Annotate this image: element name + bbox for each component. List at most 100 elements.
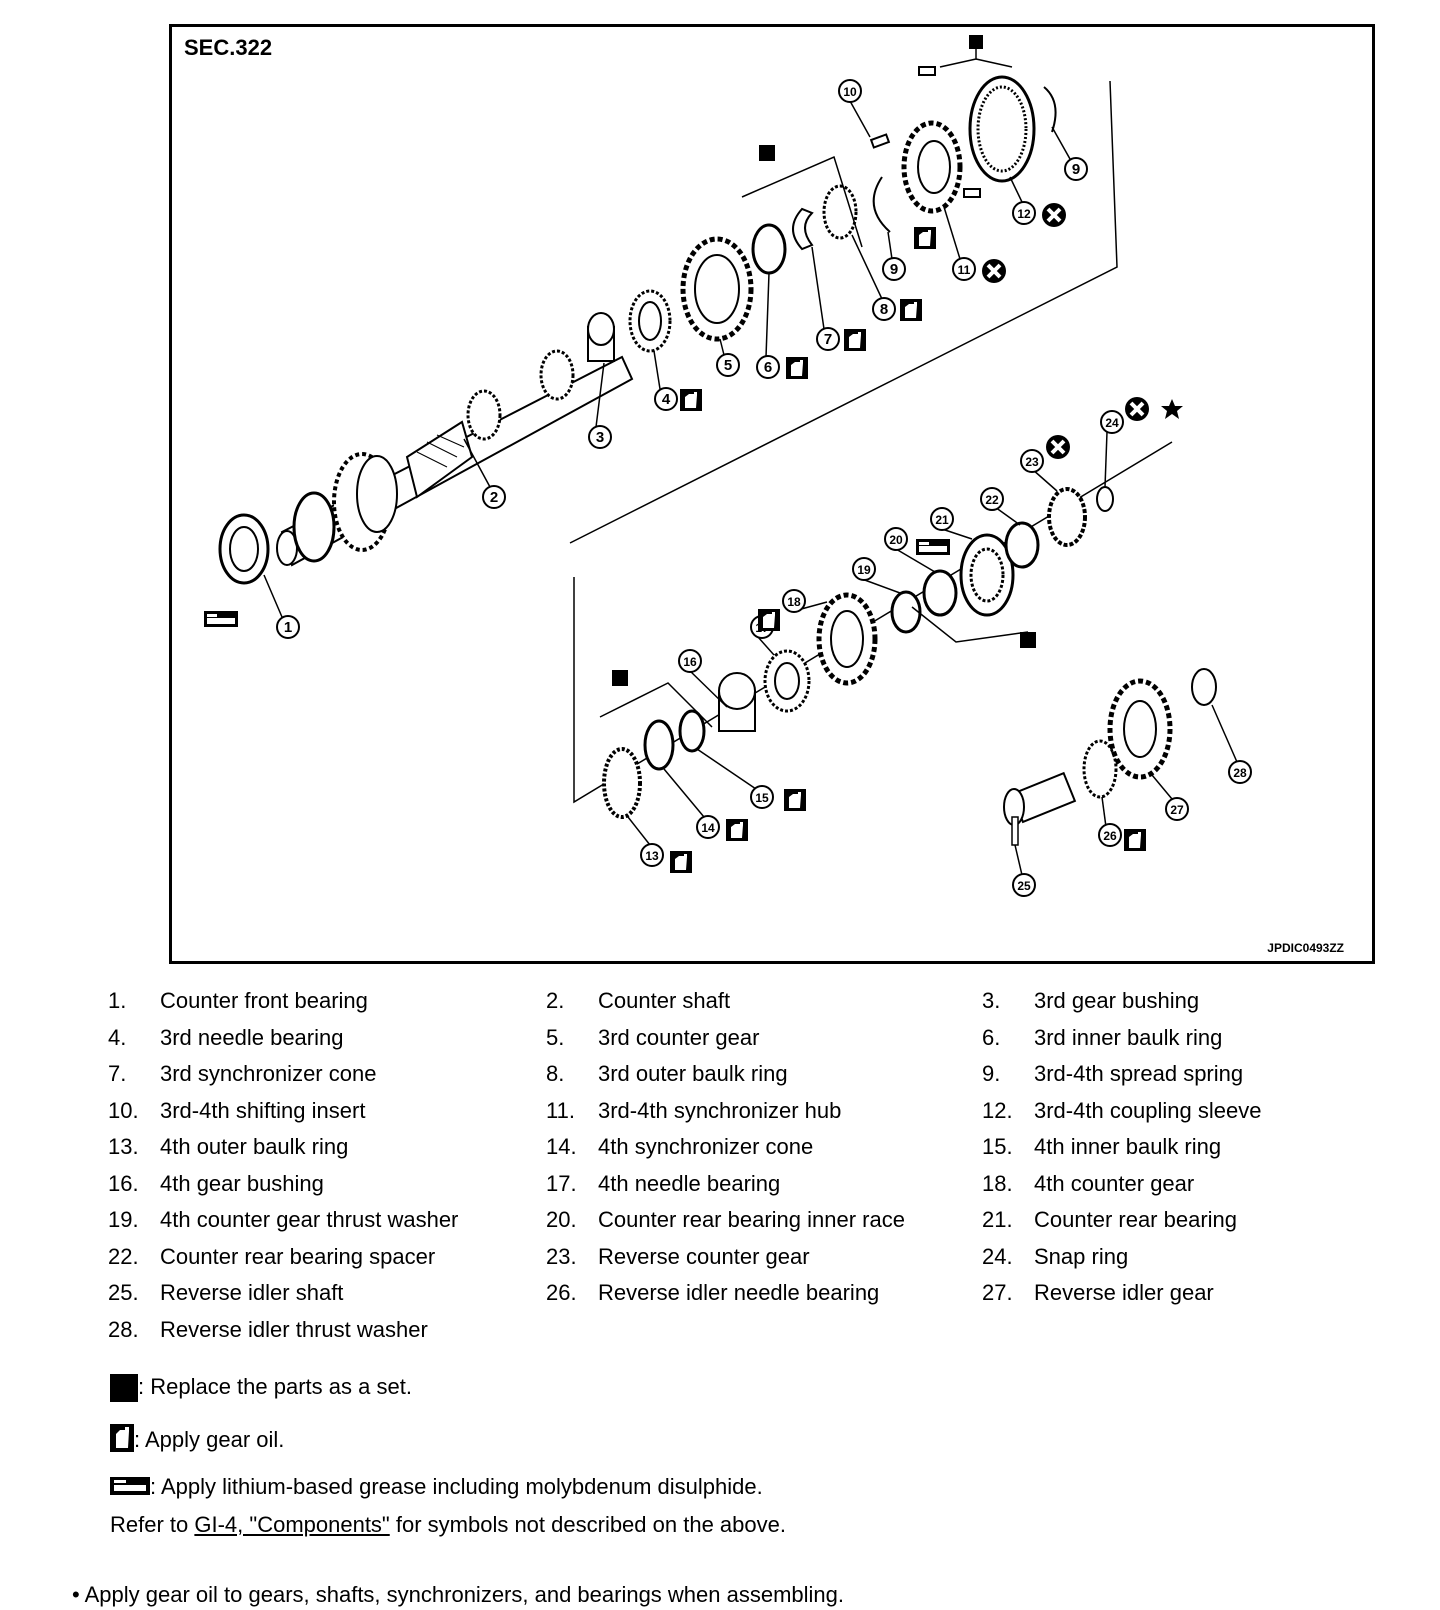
part-item: 19. 4th counter gear thrust washer (108, 1207, 458, 1233)
part-name: Reverse idler shaft (160, 1280, 344, 1305)
part-item: 4.3rd needle bearing (108, 1025, 343, 1051)
part-item: 24.Snap ring (982, 1244, 1128, 1270)
third-counter-gear (680, 236, 754, 342)
part-item: 16. 4th gear bushing (108, 1171, 324, 1197)
callout-number: 10 (843, 85, 857, 99)
part-number: 21. (982, 1207, 1013, 1232)
part-name: 4th counter gear (1034, 1170, 1195, 1196)
callout-number: 22 (985, 493, 999, 507)
part-name: 3rd-4th spread spring (1034, 1061, 1244, 1086)
part-item: 23.Reverse counter gear (546, 1244, 810, 1270)
callout-circle (696, 815, 720, 839)
callout-number: 6 (764, 359, 772, 376)
callout-circle (1012, 873, 1036, 897)
callout-number: 27 (1170, 803, 1184, 817)
part-item: 22.Counter rear bearing spacer (108, 1244, 435, 1270)
part-item: 26.Reverse idler needle bearing (546, 1280, 879, 1306)
part-item: 15. 4th inner baulk ring (982, 1134, 1221, 1160)
part-name: 4th gear bushing (160, 1170, 324, 1196)
part-name: 4th synchronizer cone (598, 1134, 814, 1159)
legend-refer: Refer to GI-4, "Components" for symbols … (110, 1512, 786, 1537)
callout-number: 13 (645, 849, 659, 863)
callout-circle (756, 355, 780, 379)
fourth-outer-baulk-ring (602, 747, 642, 819)
callout-circle (884, 527, 908, 551)
part-item: 3. 3rd gear bushing (982, 988, 1199, 1014)
part-number: 19. (108, 1207, 139, 1232)
callout-circle (716, 353, 740, 377)
callout-circle (1228, 760, 1252, 784)
callout-number: 18 (787, 595, 801, 609)
reverse-idler-shaft (1003, 771, 1077, 846)
callout-number: 19 (857, 563, 871, 577)
part-item: 7.3rd synchronizer cone (108, 1061, 376, 1087)
part-number: 9. (982, 1061, 1001, 1086)
third-inner-baulk-ring (751, 223, 787, 275)
part-name: 3rd counter gear (598, 1024, 760, 1050)
part-number: 16. (108, 1170, 139, 1196)
part-name: Counter rear bearing (1034, 1207, 1238, 1232)
callout-number: 20 (889, 533, 903, 547)
callout-circle (1012, 201, 1036, 225)
exploded-diagram: 1234567899101112131415161718192021222324… (169, 24, 1375, 964)
counter-rear-bearing (959, 533, 1015, 617)
callout-circle (1064, 157, 1088, 181)
callout-circle (1165, 797, 1189, 821)
reverse-idler-gear (1107, 678, 1173, 780)
part-item: 20.Counter rear bearing inner race (546, 1207, 905, 1233)
part-item: 9. 3rd-4th spread spring (982, 1061, 1243, 1087)
thrust-washer (890, 590, 922, 634)
callout-number: 12 (1017, 207, 1031, 221)
part-item: 21. Counter rear bearing (982, 1207, 1237, 1233)
part-item: 27.Reverse idler gear (982, 1280, 1214, 1306)
shifting-insert (869, 133, 891, 149)
part-name: 3rd gear bushing (1034, 988, 1200, 1013)
part-item: 17.4th needle bearing (546, 1171, 780, 1197)
callout-circle (654, 387, 678, 411)
legend-grease: : Apply lithium-based grease including m… (110, 1474, 763, 1501)
callout-number: 16 (683, 655, 697, 669)
part-item: 1.Counter front bearing (108, 988, 368, 1014)
callout-number: 25 (1017, 879, 1031, 893)
reverse-idler-thrust-washer (1191, 668, 1217, 706)
callout-circle (872, 297, 896, 321)
part-item: 13.4th outer baulk ring (108, 1134, 348, 1160)
third-gear-bushing (587, 312, 615, 362)
part-number: 11. (546, 1097, 575, 1123)
assembly-note: • Apply gear oil to gears, shafts, synch… (72, 1582, 845, 1607)
part-name: 4th outer baulk ring (160, 1134, 349, 1159)
callout-number: 23 (1025, 455, 1039, 469)
part-number: 15. (982, 1134, 1013, 1159)
part-number: 7. (108, 1061, 127, 1086)
callout-circle (930, 507, 954, 531)
callout-circle (816, 327, 840, 351)
callout-number: 3 (596, 429, 604, 446)
part-name: 4th counter gear thrust washer (160, 1207, 459, 1232)
callout-number: 1 (284, 619, 292, 636)
fourth-synchronizer-cone (643, 719, 675, 771)
set-square-icon (110, 1374, 138, 1403)
fourth-counter-gear (816, 592, 878, 686)
part-number: 3. (982, 988, 1001, 1013)
callout-number: 11 (958, 263, 971, 277)
callout-circle (882, 257, 906, 281)
callout-number: 15 (755, 791, 769, 805)
part-number: 28. (108, 1316, 139, 1342)
part-name: 3rd inner baulk ring (1034, 1024, 1223, 1050)
callout-number: 8 (880, 301, 888, 318)
set-marker (969, 35, 983, 49)
callout-number: 5 (724, 357, 732, 374)
part-name: 4th inner baulk ring (1034, 1134, 1222, 1159)
callout-circle (782, 589, 806, 613)
synchronizer-hub (901, 120, 963, 214)
components-link[interactable]: GI-4, "Components" (194, 1512, 390, 1537)
part-number: 12. (982, 1097, 1013, 1123)
grease-tube-icon (110, 1475, 150, 1501)
callout-circle (980, 487, 1004, 511)
reverse-counter-gear (1047, 487, 1087, 547)
rear-bearing-inner-race (922, 569, 958, 617)
part-item: 14.4th synchronizer cone (546, 1134, 813, 1160)
part-number: 4. (108, 1024, 127, 1050)
counter-shaft (276, 349, 634, 567)
oil-can-icon (110, 1424, 134, 1458)
